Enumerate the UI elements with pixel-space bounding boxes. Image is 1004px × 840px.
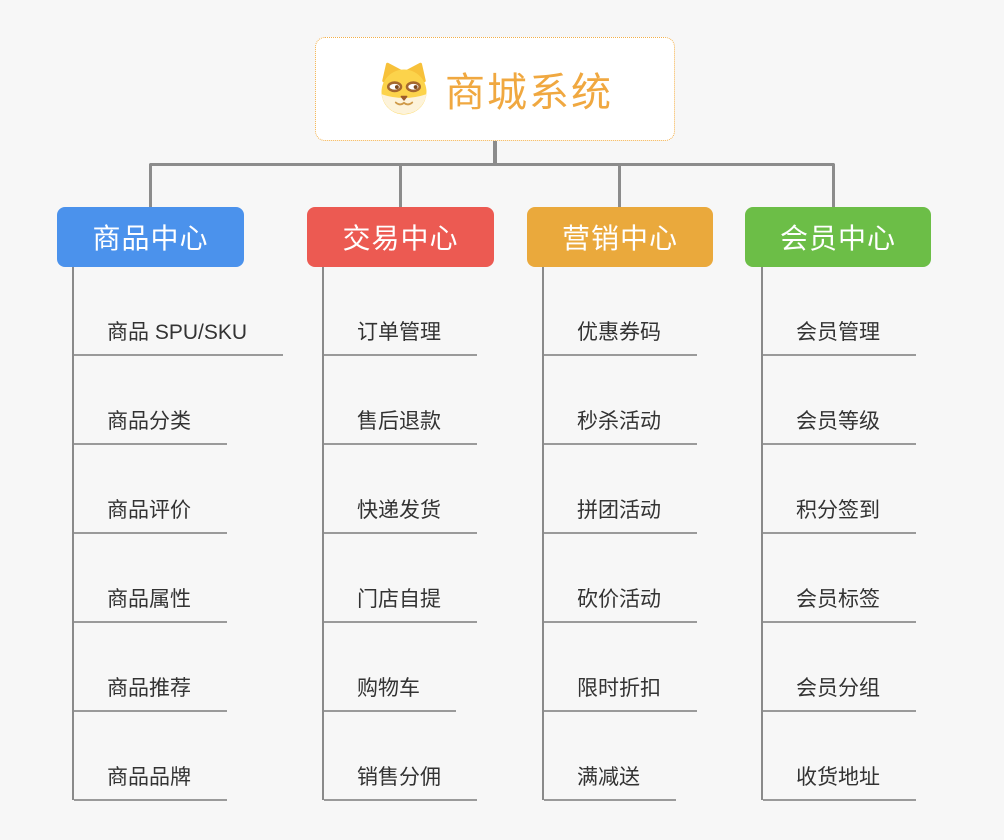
leaf-node[interactable]: 售后退款 [324,409,477,445]
branch-node-trade-center[interactable]: 交易中心 [307,207,494,267]
leaf-node[interactable]: 会员分组 [763,676,916,712]
connector-bracket [149,163,835,207]
leaf-node[interactable]: 秒杀活动 [544,409,697,445]
doge-icon [377,62,431,116]
connector-drop-trade [399,165,402,207]
leaf-node[interactable]: 快递发货 [324,498,477,534]
leaf-node[interactable]: 商品属性 [74,587,227,623]
leaf-node[interactable]: 拼团活动 [544,498,697,534]
branch-node-marketing-center[interactable]: 营销中心 [527,207,713,267]
root-title: 商城系统 [445,71,613,115]
leaf-node[interactable]: 限时折扣 [544,676,697,712]
branch-node-member-center[interactable]: 会员中心 [745,207,931,267]
branch-column-marketing: 优惠券码 秒杀活动 拼团活动 砍价活动 限时折扣 满减送 [542,267,697,801]
leaf-node[interactable]: 商品分类 [74,409,227,445]
leaf-node[interactable]: 商品 SPU/SKU [74,320,284,356]
leaf-node[interactable]: 销售分佣 [324,765,477,801]
leaf-node[interactable]: 积分签到 [763,498,916,534]
leaf-node[interactable]: 会员管理 [763,320,916,356]
branch-node-product-center[interactable]: 商品中心 [57,207,244,267]
connector-drop-marketing [618,165,621,207]
leaf-node[interactable]: 商品推荐 [74,676,227,712]
connector-root-stem [493,141,497,165]
leaf-node[interactable]: 商品品牌 [74,765,227,801]
leaf-node[interactable]: 订单管理 [324,320,477,356]
leaf-node[interactable]: 会员标签 [763,587,916,623]
root-node[interactable]: 商城系统 [315,37,675,141]
leaf-node[interactable]: 优惠券码 [544,320,697,356]
branch-column-member: 会员管理 会员等级 积分签到 会员标签 会员分组 收货地址 [761,267,916,801]
leaf-node[interactable]: 门店自提 [324,587,477,623]
leaf-node[interactable]: 收货地址 [763,765,916,801]
leaf-node[interactable]: 砍价活动 [544,587,697,623]
leaf-node[interactable]: 会员等级 [763,409,916,445]
leaf-node[interactable]: 购物车 [324,676,456,712]
leaf-node[interactable]: 满减送 [544,765,676,801]
branch-column-trade: 订单管理 售后退款 快递发货 门店自提 购物车 销售分佣 [322,267,477,801]
leaf-node[interactable]: 商品评价 [74,498,227,534]
branch-column-product: 商品 SPU/SKU 商品分类 商品评价 商品属性 商品推荐 商品品牌 [72,267,284,801]
